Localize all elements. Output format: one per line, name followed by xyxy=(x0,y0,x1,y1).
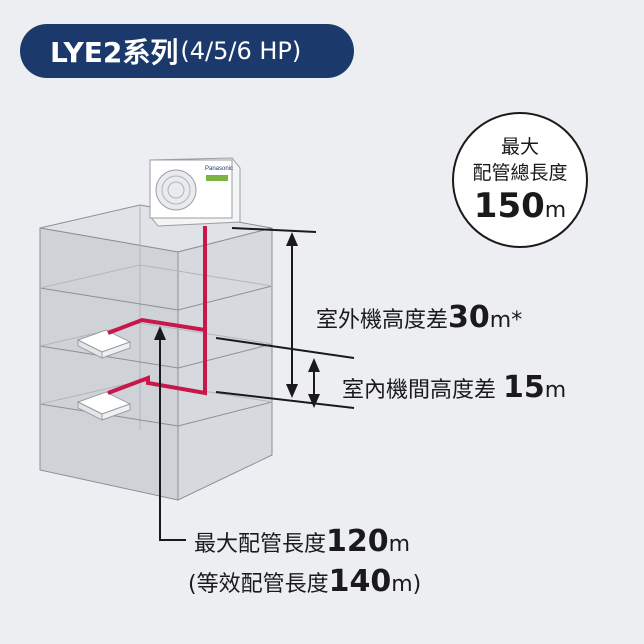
equiv-pipe-close: ) xyxy=(412,572,422,597)
indoor-height-label: 室內機間高度差 15m xyxy=(342,370,566,405)
max-pipe-label: 最大配管長度120m xyxy=(194,524,410,559)
total-pipe-line2: 配管總長度 xyxy=(472,162,568,184)
title-badge: LYE2系列 (4/5/6 HP) xyxy=(20,24,354,78)
total-pipe-value: 150 xyxy=(473,186,545,226)
equiv-pipe-label: (等效配管長度140m) xyxy=(188,564,421,599)
equiv-pipe-unit: m xyxy=(391,572,413,597)
indoor-unit-upper xyxy=(76,329,132,359)
max-pipe-text: 最大配管長度 xyxy=(194,532,327,557)
outdoor-height-value: 30 xyxy=(448,300,490,335)
max-pipe-arrow xyxy=(154,326,186,541)
equiv-pipe-value: 140 xyxy=(328,564,392,599)
outdoor-unit: Panasonic xyxy=(149,157,241,227)
total-pipe-badge: 最大 配管總長度 150m xyxy=(452,112,588,248)
refrigerant-branch-pipe xyxy=(107,317,206,335)
max-pipe-value: 120 xyxy=(326,524,389,559)
max-pipe-unit: m xyxy=(388,532,411,557)
equiv-pipe-text: 等效配管長度 xyxy=(196,572,329,597)
title-subtitle: (4/5/6 HP) xyxy=(180,37,302,65)
outdoor-unit-brand: Panasonic xyxy=(205,166,233,172)
total-pipe-line1: 最大 xyxy=(500,136,539,158)
refrigerant-pipe xyxy=(107,226,207,396)
outdoor-height-label: 室外機高度差30m* xyxy=(316,300,522,335)
indoor-height-unit: m xyxy=(544,378,567,403)
building-right-face xyxy=(177,227,273,501)
outdoor-height-dimension xyxy=(215,227,355,409)
outdoor-height-unit: m* xyxy=(489,308,523,333)
indoor-height-value: 15 xyxy=(503,370,545,405)
building-left-face xyxy=(39,227,179,501)
indoor-unit-lower xyxy=(76,391,132,421)
indoor-height-text: 室內機間高度差 xyxy=(342,378,497,403)
title-main: LYE2系列 xyxy=(50,36,179,69)
total-pipe-unit: m xyxy=(544,198,567,223)
equiv-pipe-open: ( xyxy=(188,572,197,597)
outdoor-height-text: 室外機高度差 xyxy=(316,308,449,333)
total-pipe-value-wrap: 150m xyxy=(454,186,586,226)
indoor-height-dimension xyxy=(215,337,355,408)
